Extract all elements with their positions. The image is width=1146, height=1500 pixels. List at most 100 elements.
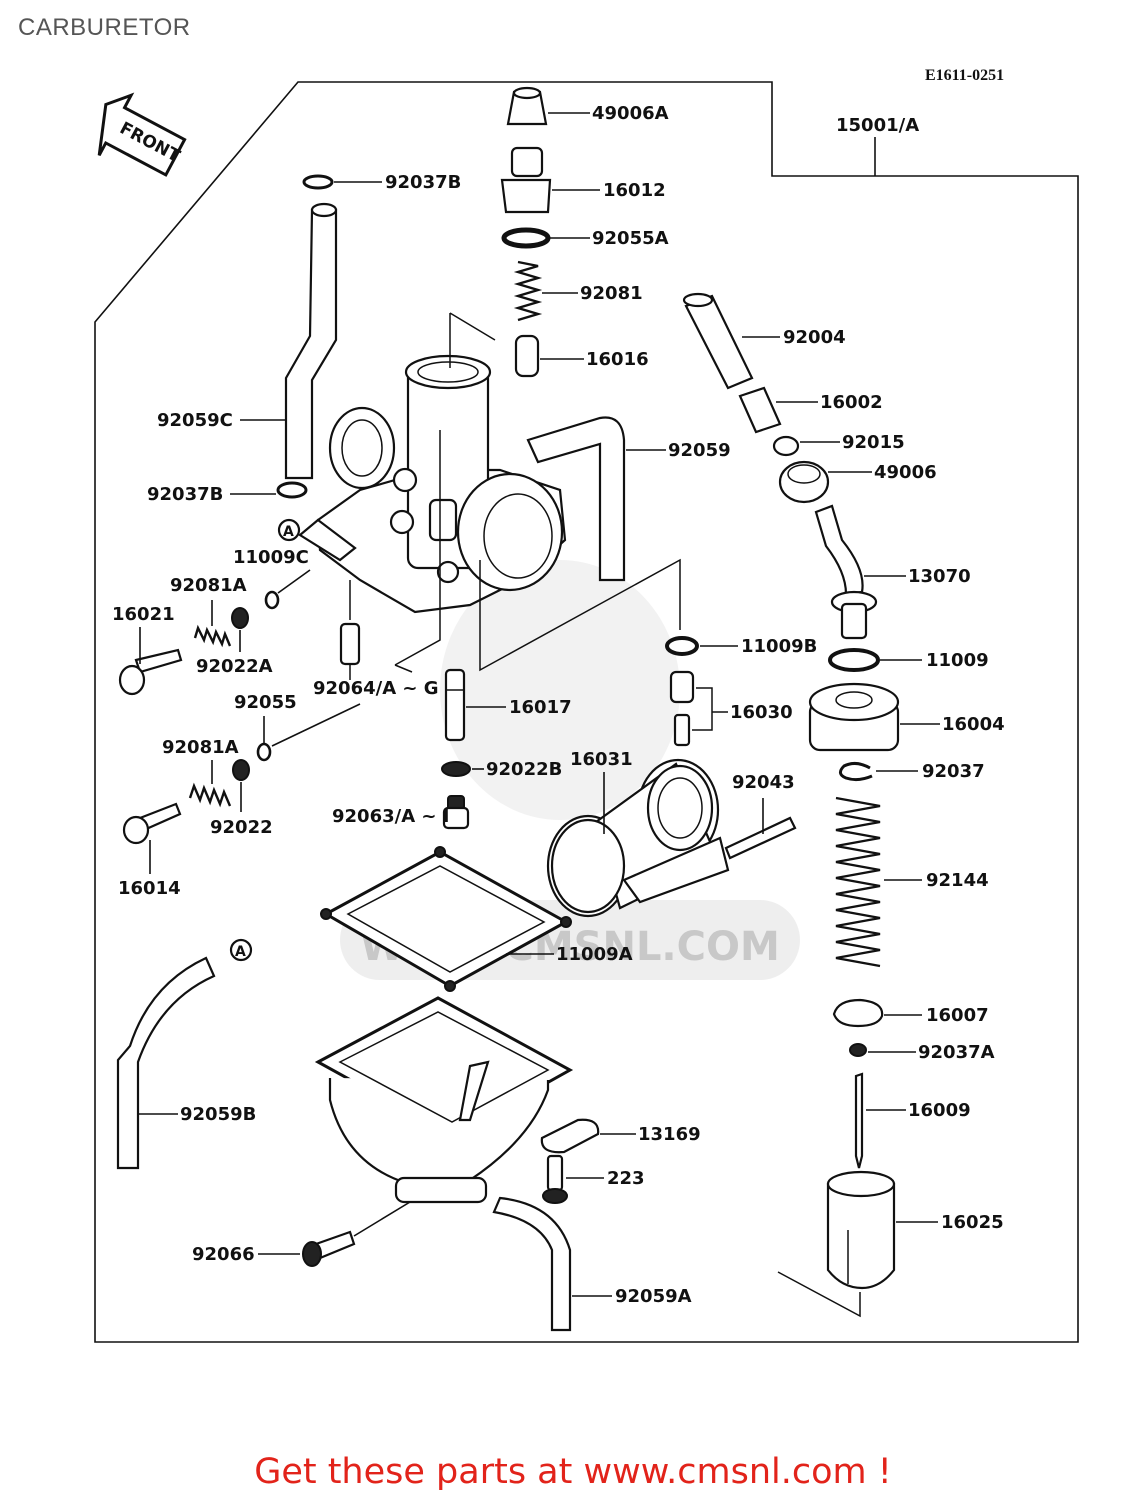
label-49006A: 49006A [592,103,669,124]
part-92081A-spring-lower [188,782,232,808]
footer-cta-link[interactable]: Get these parts at www.cmsnl.com ! [254,1452,892,1492]
label-92081A-upper: 92081A [170,575,247,596]
label-92066: 92066 [192,1244,255,1265]
part-16016 [514,334,540,378]
part-float-bowl [314,996,574,1204]
part-16004-top-cap [808,682,900,752]
part-11009B-ring [665,636,699,656]
label-92059: 92059 [668,440,731,461]
part-92037B-clip-top [302,174,334,190]
part-16014-screw [122,802,182,845]
part-11009C-oring [264,590,280,610]
part-223-screw [542,1154,568,1204]
label-11009C: 11009C [233,547,309,568]
ref-marker-a-lower: A [229,938,253,962]
label-92059B: 92059B [180,1104,256,1125]
label-92022B: 92022B [486,759,562,780]
part-16030-needle-valve [669,670,695,747]
part-16012-adjuster [500,146,552,214]
part-16009-jet-needle [854,1072,864,1169]
label-16017: 16017 [509,697,572,718]
label-11009A: 11009A [556,944,633,965]
label-11009B: 11009B [741,636,817,657]
part-92004-cap [682,292,754,390]
label-92063AI: 92063/A ~ I [332,806,449,827]
label-92037B-mid: 92037B [147,484,223,505]
part-92037A-clip [849,1043,867,1057]
part-16007-retainer [832,998,884,1028]
label-92037A: 92037A [918,1042,995,1063]
part-92059A-hose [492,1196,572,1332]
part-11009A-gasket [320,846,572,992]
part-92063-main-jet [442,795,470,830]
part-13070-cable-adjuster [814,504,878,640]
label-16025: 16025 [941,1212,1004,1233]
part-16002 [738,386,782,434]
label-92064AG: 92064/A ~ G [313,678,439,699]
label-92004: 92004 [783,327,846,348]
label-92059C: 92059C [157,410,233,431]
part-92081-spring [513,260,543,322]
assembly-frame [94,81,1079,1343]
part-92064-jet [339,622,361,666]
part-49006A-cap [506,86,548,126]
label-16002: 16002 [820,392,883,413]
label-92081: 92081 [580,283,643,304]
label-92037: 92037 [922,761,985,782]
part-92022-nut [232,759,250,781]
carburetor-body [298,354,567,614]
label-16012: 16012 [603,180,666,201]
part-92144-spring [835,796,881,968]
label-92043: 92043 [732,772,795,793]
label-16016: 16016 [586,349,649,370]
part-92055A-oring [501,227,551,249]
label-49006: 49006 [874,462,937,483]
label-92081A-lower: 92081A [162,737,239,758]
label-92015: 92015 [842,432,905,453]
part-13169-bracket [540,1118,600,1154]
ref-marker-a-upper: A [277,518,301,542]
part-92081A-spring-upper [193,624,232,648]
label-11009: 11009 [926,650,989,671]
part-49006-cap [778,460,830,504]
part-92022A-nut [231,607,249,629]
part-92037B-clip-mid [276,481,308,499]
part-92059-hose [526,416,626,582]
part-92037-clip [839,761,873,782]
label-92037B-top: 92037B [385,172,461,193]
ref-marker-a-upper-text: A [283,524,294,540]
label-16030: 16030 [730,702,793,723]
label-92022: 92022 [210,817,273,838]
diagram-code: E1611-0251 [925,67,1004,84]
part-11009-ring [828,648,880,672]
part-92015-nut [772,435,800,457]
label-16009: 16009 [908,1100,971,1121]
label-15001A: 15001/A [836,115,919,136]
part-92022B-washer [441,761,471,777]
part-16025-throttle-valve [826,1170,896,1290]
front-direction-arrow: FRONT [97,92,187,177]
label-13070: 13070 [908,566,971,587]
label-16031: 16031 [570,749,633,770]
label-16004: 16004 [942,714,1005,735]
label-92055A: 92055A [592,228,669,249]
part-92059B-hose [116,956,216,1170]
part-92043-pin [724,816,797,860]
label-92144: 92144 [926,870,989,891]
part-16021-screw [118,648,183,696]
label-92055: 92055 [234,692,297,713]
part-92066-drain-screw [302,1230,356,1267]
label-16014: 16014 [118,878,181,899]
label-16021: 16021 [112,604,175,625]
part-16031-float [546,758,730,918]
ref-marker-a-lower-text: A [235,944,246,960]
label-92022A: 92022A [196,656,273,677]
label-13169: 13169 [638,1124,701,1145]
part-92055-oring [256,742,272,762]
label-92059A: 92059A [615,1286,692,1307]
label-16007: 16007 [926,1005,989,1026]
label-223: 223 [607,1168,645,1189]
part-16017-emulsion-tube [444,668,466,742]
part-92059C-hose [284,202,338,480]
